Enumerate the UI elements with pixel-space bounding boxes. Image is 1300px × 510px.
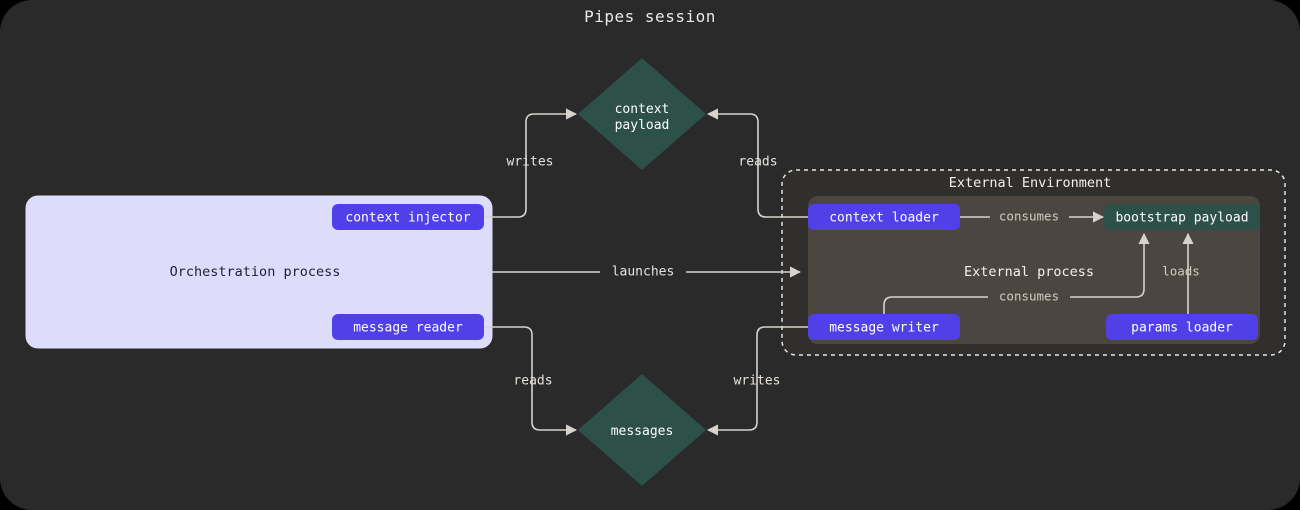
messages-label: messages xyxy=(611,424,674,439)
edge-launches-label: launches xyxy=(612,265,675,280)
bootstrap-payload-label: bootstrap payload xyxy=(1115,211,1248,226)
edge-writer-writes-label: writes xyxy=(734,374,781,389)
bootstrap-payload-shape xyxy=(1104,204,1260,230)
params-loader-shape xyxy=(1106,314,1258,340)
node-context-loader[interactable]: context loader xyxy=(808,204,960,230)
message-writer-shape xyxy=(808,314,960,340)
node-orchestration-process-label: Orchestration process xyxy=(170,264,341,280)
params-loader-label: params loader xyxy=(1131,321,1233,336)
context-loader-label: context loader xyxy=(829,211,939,226)
edge-reader-reads-label: reads xyxy=(513,374,552,389)
edge-params-loads-label: loads xyxy=(1162,264,1200,279)
node-context-payload[interactable]: context payload xyxy=(578,58,706,170)
context-injector-shape xyxy=(332,204,484,230)
node-bootstrap-payload[interactable]: bootstrap payload xyxy=(1104,204,1260,230)
edge-loader-reads xyxy=(706,108,808,218)
context-injector-label: context injector xyxy=(345,211,470,226)
edge-loader-reads-label: reads xyxy=(738,155,777,170)
edge-writer-consumes-label: consumes xyxy=(999,289,1059,304)
edge-writer-writes xyxy=(706,326,808,436)
messages-diamond-shape xyxy=(578,374,706,486)
node-context-injector[interactable]: context injector xyxy=(332,204,484,230)
edge-injector-writes-label: writes xyxy=(507,155,554,170)
edge-loader-consumes-label: consumes xyxy=(999,209,1059,224)
context-payload-label-line1: context xyxy=(615,102,670,117)
edge-injector-writes xyxy=(484,108,578,218)
cluster-external-process-label: External process xyxy=(964,264,1094,280)
page-title: Pipes session xyxy=(584,7,716,26)
edge-reader-reads xyxy=(484,326,578,436)
cluster-external-environment-label: External Environment xyxy=(949,175,1112,191)
node-params-loader[interactable]: params loader xyxy=(1106,314,1258,340)
message-writer-label: message writer xyxy=(829,321,939,336)
node-message-reader[interactable]: message reader xyxy=(332,314,484,340)
edge-writer-consumes-right xyxy=(1070,232,1150,298)
node-message-writer[interactable]: message writer xyxy=(808,314,960,340)
message-reader-label: message reader xyxy=(353,321,463,336)
context-payload-diamond-shape xyxy=(578,58,706,170)
message-reader-shape xyxy=(332,314,484,340)
node-messages[interactable]: messages xyxy=(578,374,706,486)
edge-writer-consumes-left xyxy=(883,296,988,315)
context-loader-shape xyxy=(808,204,960,230)
context-payload-label-line2: payload xyxy=(615,118,670,133)
